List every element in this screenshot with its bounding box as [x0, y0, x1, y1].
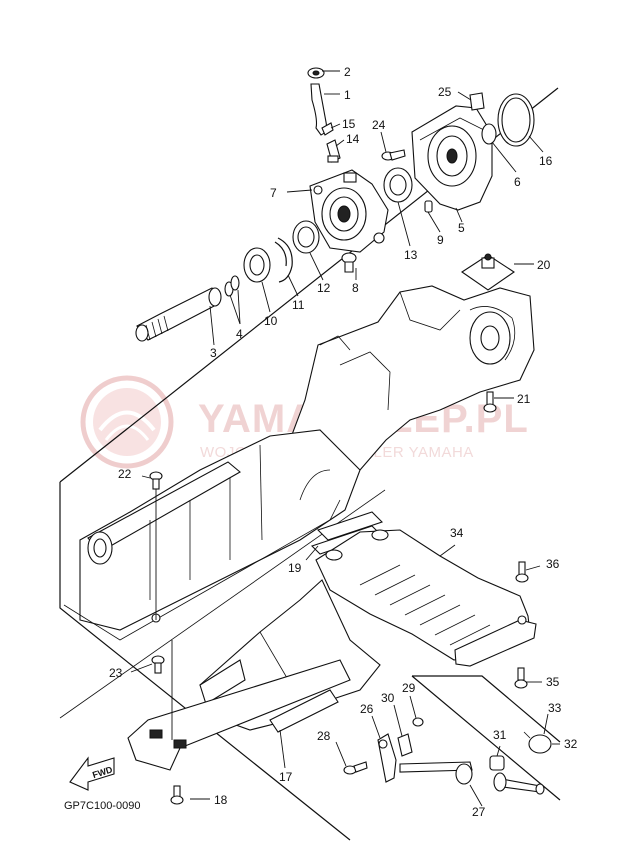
- callout-35: 35: [546, 675, 560, 689]
- callout-26: 26: [360, 702, 374, 716]
- callout-33: 33: [548, 701, 562, 715]
- callout-4: 4: [236, 327, 243, 341]
- bolt-35: [514, 667, 528, 689]
- bolt-36: [515, 561, 529, 583]
- diagram-code: GP7C100-0090: [64, 800, 140, 812]
- callout-8: 8: [352, 281, 359, 295]
- callout-21: 21: [517, 392, 531, 406]
- bolt-22: [149, 471, 163, 490]
- bolt-18-part: [170, 785, 184, 805]
- callout-25: 25: [438, 85, 452, 99]
- callout-29: 29: [402, 681, 416, 695]
- callout-2: 2: [344, 65, 351, 79]
- fitting-27: [399, 761, 545, 795]
- callout-11: 11: [292, 298, 305, 312]
- dowel-pin-9: [424, 200, 433, 213]
- o-rings-4: [224, 275, 240, 297]
- cap-32: [523, 731, 552, 754]
- o-ring-16: [497, 93, 535, 147]
- callout-20: 20: [537, 258, 551, 272]
- bolt-24: [381, 149, 406, 161]
- o-ring-6: [481, 123, 497, 145]
- callout-19: 19: [288, 561, 302, 575]
- nut-29: [412, 717, 424, 727]
- callout-14: 14: [346, 132, 360, 146]
- hull-bottom: [63, 429, 361, 641]
- callout-7: 7: [270, 186, 277, 200]
- callout-9: 9: [437, 233, 444, 247]
- bracket-30: [397, 733, 413, 757]
- bolt-8: [341, 252, 357, 273]
- callout-24: 24: [372, 118, 386, 132]
- hose-1: [310, 83, 327, 136]
- leader-lines: [130, 70, 560, 807]
- callout-15: 15: [342, 117, 356, 131]
- callout-32: 32: [564, 737, 578, 751]
- hose-joint-15: [321, 122, 334, 136]
- bolt-28: [343, 761, 368, 775]
- intermediate-housing-5: [411, 105, 493, 211]
- callout-22: 22: [118, 467, 132, 481]
- callout-31: 31: [493, 728, 507, 742]
- callout-18: 18: [214, 793, 228, 807]
- bolt-21: [483, 391, 497, 413]
- bolt-23: [151, 655, 165, 674]
- bottom-plate-18: [127, 659, 351, 771]
- oil-seal-10: [243, 247, 271, 283]
- callout-16: 16: [539, 154, 553, 168]
- callout-12: 12: [317, 281, 331, 295]
- callout-1: 1: [344, 88, 351, 102]
- drive-shaft-3: [135, 287, 222, 342]
- fwd-arrow-icon: FWD: [69, 756, 115, 791]
- bracket-26: [377, 733, 397, 783]
- watermark-logo-icon: [80, 375, 174, 469]
- callout-28: 28: [317, 729, 331, 743]
- callouts: 2 1 15 14 7 8 4 3 10 11 12 13 9 5 6 16 2…: [109, 65, 578, 819]
- bearing-13: [383, 167, 413, 203]
- callout-36: 36: [546, 557, 560, 571]
- callout-34: 34: [450, 526, 464, 540]
- callout-23: 23: [109, 666, 123, 680]
- engine-mount-casting: [289, 285, 535, 481]
- bearing-12: [292, 220, 320, 254]
- callout-30: 30: [381, 691, 395, 705]
- collar-31: [489, 755, 505, 771]
- callout-3: 3: [210, 346, 217, 360]
- callout-13: 13: [404, 248, 418, 262]
- circlip-11: [274, 237, 293, 283]
- callout-10: 10: [264, 314, 278, 328]
- callout-5: 5: [458, 221, 465, 235]
- clamp-2: [307, 67, 325, 79]
- callout-17: 17: [279, 770, 293, 784]
- damper-20: [461, 253, 515, 291]
- bearing-housing-7: [309, 169, 389, 253]
- intake-grate-34: [315, 529, 537, 667]
- callout-27: 27: [472, 805, 486, 819]
- plate-25: [469, 92, 485, 111]
- nipple-14: [326, 139, 341, 163]
- callout-6: 6: [514, 175, 521, 189]
